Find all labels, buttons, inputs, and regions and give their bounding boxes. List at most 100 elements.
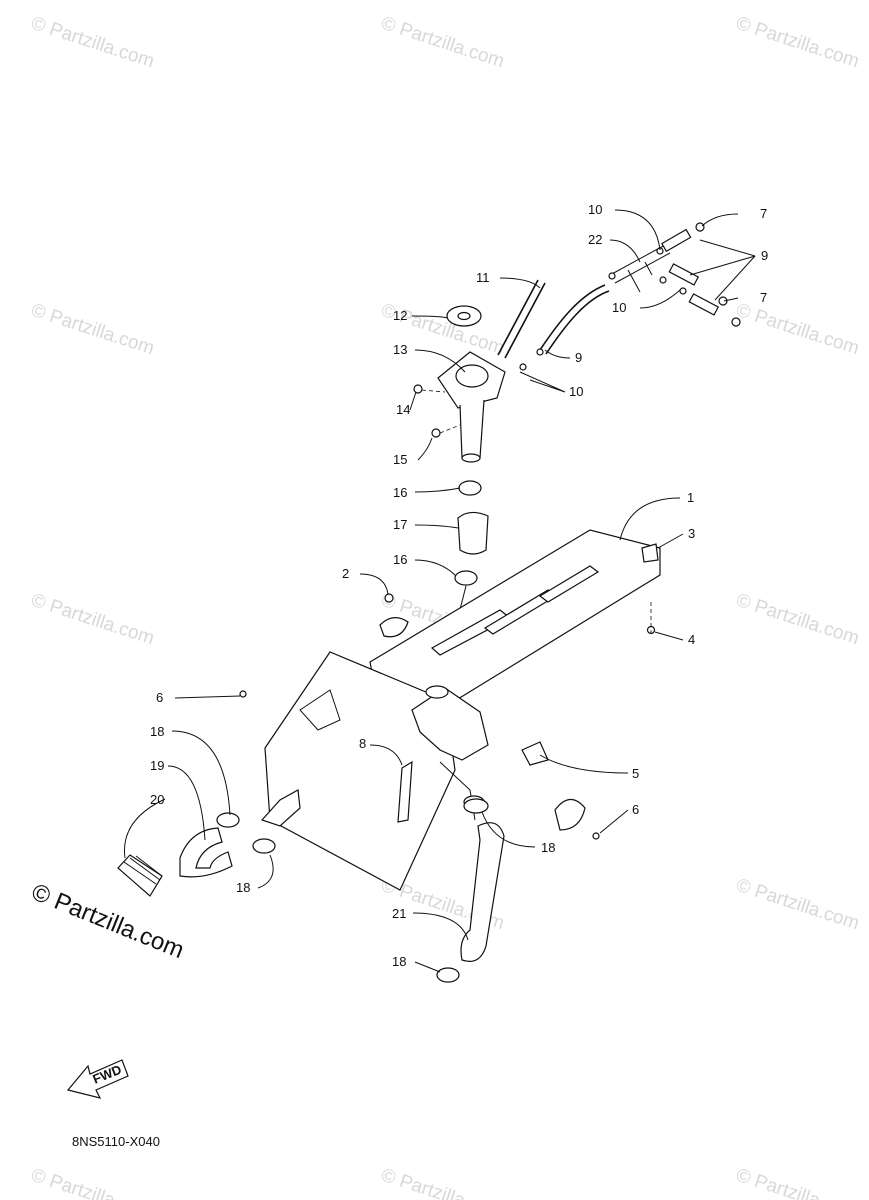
callout-9: 9 <box>575 350 582 365</box>
callout-7: 7 <box>760 290 767 305</box>
fwd-arrow-shape <box>66 1059 129 1099</box>
watermark: © Partzilla.com <box>28 1165 156 1200</box>
small-hose-9-lower-a <box>668 263 700 286</box>
clip-10-a <box>608 272 616 280</box>
clamp-18-a <box>216 812 240 828</box>
small-hose-9-lower-b <box>688 293 720 316</box>
joint-22 <box>609 244 671 284</box>
callout-3: 3 <box>688 526 695 541</box>
bolt-14 <box>413 384 423 394</box>
clip-10-e <box>519 363 527 371</box>
damper-3 <box>641 543 659 563</box>
screw-15-guide <box>439 424 461 434</box>
clamp-18-b <box>252 838 276 854</box>
watermark: © Partzilla.com <box>378 13 506 73</box>
washer-2 <box>379 617 409 638</box>
callout-6: 6 <box>156 690 163 705</box>
joint-22-branch <box>627 261 653 293</box>
watermark: © Partzilla.com <box>733 13 861 73</box>
fuel-tank-1 <box>260 529 661 891</box>
watermark: © Partzilla.com <box>378 1165 506 1200</box>
watermark: © Partzilla.com <box>733 875 861 935</box>
callout-12: 12 <box>393 308 407 323</box>
bolt-14-guide <box>421 389 446 393</box>
callout-9: 9 <box>761 248 768 263</box>
callout-2: 2 <box>342 566 349 581</box>
watermark: © Partzilla.com <box>733 590 861 650</box>
callout-18: 18 <box>236 880 250 895</box>
small-parts <box>239 543 659 840</box>
filler-neck-assembly <box>413 305 506 689</box>
hose-20 <box>117 854 163 897</box>
tank-slot-c <box>538 565 600 603</box>
watermark-group: © Partzilla.com © Partzilla.com © Partzi… <box>28 13 861 1200</box>
callout-18: 18 <box>541 840 555 855</box>
callout-1: 1 <box>687 490 694 505</box>
plate-5 <box>521 741 549 766</box>
callout-20: 20 <box>150 792 164 807</box>
clamp-18-d <box>436 967 460 983</box>
callout-16: 16 <box>393 485 407 500</box>
fwd-arrow: FWD <box>66 1059 129 1099</box>
clip-10-d <box>679 287 687 295</box>
clamp-16-upper <box>458 480 482 496</box>
callout-7: 7 <box>760 206 767 221</box>
hose-11-outer <box>504 282 546 359</box>
callout-14: 14 <box>396 402 410 417</box>
hose-21 <box>460 822 505 962</box>
watermark: © Partzilla.com <box>28 300 156 360</box>
callout-8: 8 <box>359 736 366 751</box>
watermark: © Partzilla.com <box>733 1165 861 1200</box>
callout-21: 21 <box>392 906 406 921</box>
cap-7-lower-a <box>718 296 728 306</box>
watermark: © Partzilla.com <box>733 300 861 360</box>
callout-19: 19 <box>150 758 164 773</box>
clip-10-c <box>659 276 667 284</box>
vent-hose-assembly <box>497 222 741 371</box>
bracket-8 <box>397 760 413 823</box>
filler-neck-end <box>461 453 481 463</box>
hose-19 <box>179 827 233 878</box>
plate-6-right <box>554 798 586 831</box>
clip-6-left <box>239 690 247 698</box>
filler-cap-12-center <box>457 311 471 321</box>
tank-filler-port <box>411 687 489 761</box>
cap-7-upper <box>695 222 705 232</box>
callout-17: 17 <box>393 517 407 532</box>
callout-16: 16 <box>393 552 407 567</box>
callout-10: 10 <box>569 384 583 399</box>
watermark-main: © Partzilla.com <box>28 879 188 965</box>
diagram-code: 8NS5110-X040 <box>72 1134 160 1149</box>
leader-lines <box>124 209 756 973</box>
filler-hose-17 <box>457 511 489 555</box>
watermark: © Partzilla.com <box>28 590 156 650</box>
hose-20-ribs <box>123 855 163 885</box>
callout-5: 5 <box>632 766 639 781</box>
cap-7-lower-b <box>731 317 741 327</box>
bottom-hoses <box>117 798 505 983</box>
vent-hose-9-outer <box>545 290 610 355</box>
small-hose-9-upper <box>661 228 692 253</box>
callout-22: 22 <box>588 232 602 247</box>
tank-outlet-pipe <box>260 789 301 827</box>
callout-18: 18 <box>392 954 406 969</box>
callout-6: 6 <box>632 802 639 817</box>
clip-10-f <box>536 348 544 356</box>
clip-6-right <box>592 832 600 840</box>
callout-10: 10 <box>588 202 602 217</box>
tank-bracket <box>299 689 341 731</box>
hose-11 <box>497 279 539 356</box>
vent-hose-9 <box>539 284 606 351</box>
callout-15: 15 <box>393 452 407 467</box>
callout-10: 10 <box>612 300 626 315</box>
callout-18: 18 <box>150 724 164 739</box>
watermark: © Partzilla.com <box>28 13 156 73</box>
clamp-18-c <box>463 798 489 814</box>
clamp-16-lower <box>454 570 478 586</box>
filler-neck-tube <box>459 399 485 459</box>
screw-15 <box>431 428 441 438</box>
callout-13: 13 <box>393 342 407 357</box>
callout-4: 4 <box>688 632 695 647</box>
callout-numbers: 10 7 22 9 7 10 11 12 13 9 10 14 15 16 17… <box>150 202 768 969</box>
